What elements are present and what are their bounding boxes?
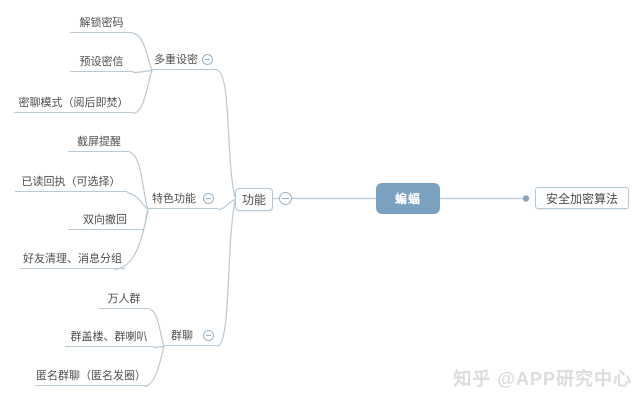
connector-b3-leaf2 — [152, 345, 165, 349]
leaf-group-floor-horn[interactable]: 群盖楼、群喇叭 — [65, 331, 153, 347]
connector-end-dot — [522, 195, 530, 202]
branch-group-chat[interactable]: 群聊 — [164, 330, 218, 346]
leaf-preset-secret-msg[interactable]: 预设密信 — [70, 56, 133, 72]
branch-special-features[interactable]: 特色功能 — [148, 193, 218, 209]
connector-b2-leaf2 — [126, 191, 149, 210]
collapse-minus-icon-branch2[interactable] — [203, 193, 214, 204]
leaf-ten-thousand-group[interactable]: 万人群 — [98, 293, 150, 309]
connector-hub-branch2 — [217, 198, 236, 211]
collapse-minus-icon-branch3[interactable] — [203, 330, 214, 341]
leaf-read-receipt[interactable]: 已读回执（可选择） — [15, 176, 127, 192]
connector-b1-leaf2 — [132, 69, 153, 74]
leaf-unlock-password[interactable]: 解锁密码 — [70, 17, 133, 33]
leaf-secret-chat-mode[interactable]: 密聊模式（阅后即焚） — [14, 97, 133, 113]
node-security-algorithm[interactable]: 安全加密算法 — [535, 187, 629, 209]
connector-b3-leaf1 — [149, 308, 165, 347]
branch-multi-password[interactable]: 多重设密 — [152, 54, 218, 70]
connector-hub-branch3 — [217, 200, 236, 348]
node-functions-hub[interactable]: 功能 — [235, 188, 273, 211]
leaf-screenshot-alert[interactable]: 截屏提醒 — [68, 136, 130, 152]
connector-b1-leaf3 — [132, 70, 153, 115]
connector-b2-leaf1 — [129, 151, 149, 210]
connector-b1-leaf1 — [132, 32, 153, 71]
zhihu-watermark: 知乎 @APP研究中心 — [453, 369, 632, 389]
node-root-bat[interactable]: 蝙蝠 — [376, 183, 440, 214]
leaf-anonymous-group[interactable]: 匿名群聊（匿名发圈） — [35, 370, 147, 386]
connector-b3-leaf3 — [144, 346, 165, 388]
leaf-friend-cleanup[interactable]: 好友清理、消息分组 — [20, 253, 125, 269]
collapse-minus-icon-branch1[interactable] — [202, 54, 213, 65]
connector-hub-branch1 — [217, 69, 236, 198]
collapse-minus-icon-hub[interactable] — [279, 192, 292, 205]
leaf-two-way-recall[interactable]: 双向撤回 — [68, 214, 142, 230]
